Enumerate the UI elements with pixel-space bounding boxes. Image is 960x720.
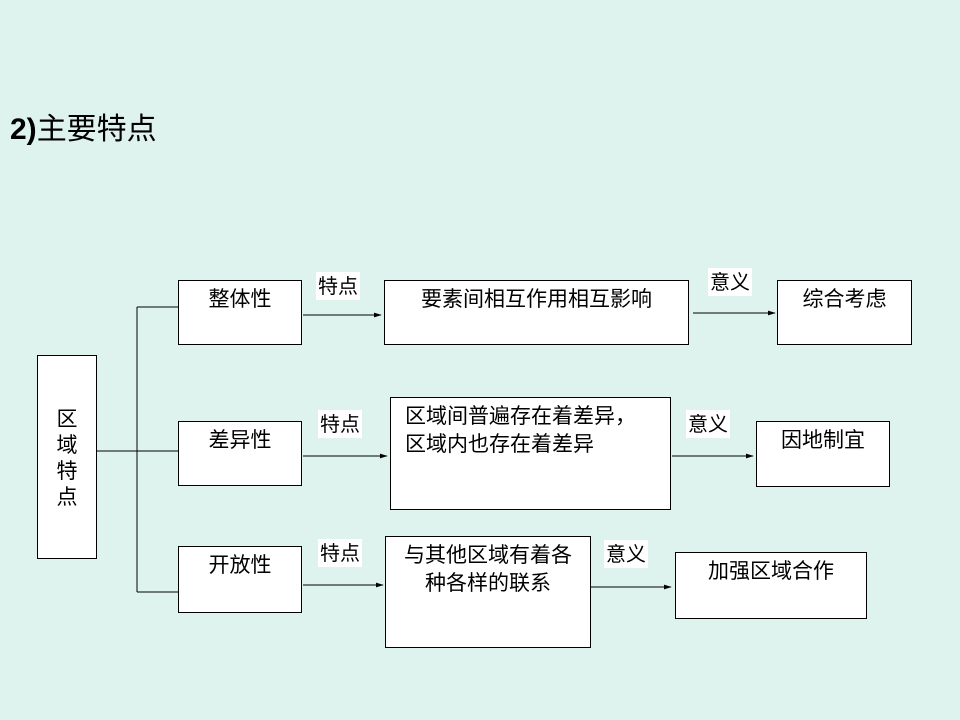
feature-box-2: 差异性 bbox=[178, 421, 302, 486]
desc-box-2: 区域间普遍存在着差异，区域内也存在着差异 bbox=[390, 397, 671, 510]
root-char-1: 区 bbox=[56, 407, 78, 431]
root-box: 区 域 特 点 bbox=[37, 355, 97, 559]
title-text: 主要特点 bbox=[36, 112, 157, 147]
slide-title: 2)主要特点 bbox=[10, 108, 157, 152]
tag-meaning-1: 意义 bbox=[708, 268, 752, 296]
desc-box-1: 要素间相互作用相互影响 bbox=[384, 280, 689, 345]
meaning-box-2: 因地制宜 bbox=[756, 421, 890, 487]
feature-box-3: 开放性 bbox=[178, 546, 302, 613]
feature-box-1: 整体性 bbox=[178, 280, 302, 345]
meaning-box-3: 加强区域合作 bbox=[675, 552, 867, 619]
tag-feature-3: 特点 bbox=[318, 539, 362, 567]
title-number: 2) bbox=[10, 113, 37, 146]
tag-meaning-2: 意义 bbox=[686, 410, 730, 438]
meaning-box-1: 综合考虑 bbox=[777, 280, 912, 345]
root-char-3: 特 bbox=[56, 459, 78, 483]
root-char-4: 点 bbox=[56, 485, 78, 509]
tag-feature-1: 特点 bbox=[316, 272, 360, 300]
desc-box-3: 与其他区域有着各种各样的联系 bbox=[385, 536, 591, 648]
tag-meaning-3: 意义 bbox=[604, 540, 648, 568]
tag-feature-2: 特点 bbox=[318, 410, 362, 438]
root-char-2: 域 bbox=[56, 433, 78, 457]
